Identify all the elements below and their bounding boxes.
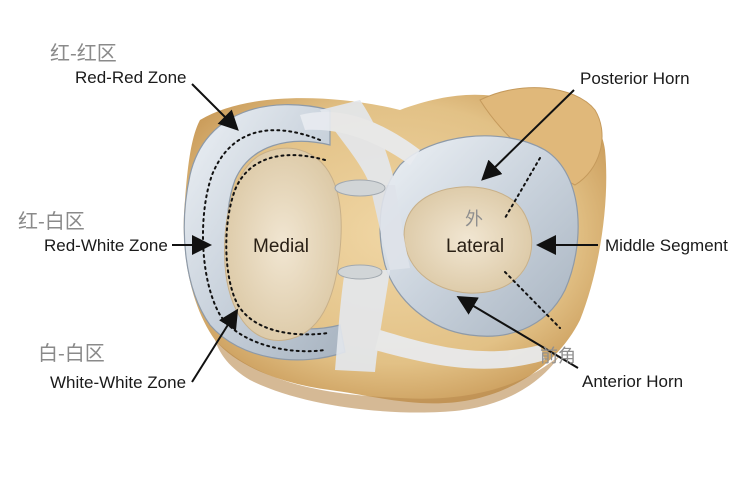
red-white-zone-zh-label: 红-白区 xyxy=(18,209,85,233)
medial-plateau xyxy=(224,147,342,341)
posterior-horn-label: Posterior Horn xyxy=(580,69,690,88)
lateral-plateau xyxy=(403,186,533,294)
arrow-red-red xyxy=(191,83,239,131)
medial-meniscus xyxy=(183,104,346,361)
medial-label: Medial xyxy=(253,236,309,257)
lateral-zh-label: 外 xyxy=(465,209,483,230)
red-white-zone-label: Red-White Zone xyxy=(44,236,168,255)
white-white-zone-label: White-White Zone xyxy=(50,373,186,392)
pointer-arrows xyxy=(172,83,598,383)
arrow-white-white xyxy=(191,308,239,383)
red-red-zone-label: Red-Red Zone xyxy=(75,68,187,87)
zone-boundary-lines xyxy=(202,129,561,353)
lateral-label: Lateral xyxy=(446,236,504,257)
arrow-posterior-horn xyxy=(481,89,575,181)
red-red-zone-zh-label: 红-红区 xyxy=(50,41,117,65)
cruciate-ligaments xyxy=(300,100,545,372)
arrow-anterior-horn xyxy=(456,295,579,369)
middle-segment-label: Middle Segment xyxy=(605,236,728,255)
anterior-horn-zh-label: 前角 xyxy=(540,346,576,367)
white-white-zone-zh-label: 白-白区 xyxy=(38,341,105,365)
anterior-horn-label: Anterior Horn xyxy=(582,372,683,391)
